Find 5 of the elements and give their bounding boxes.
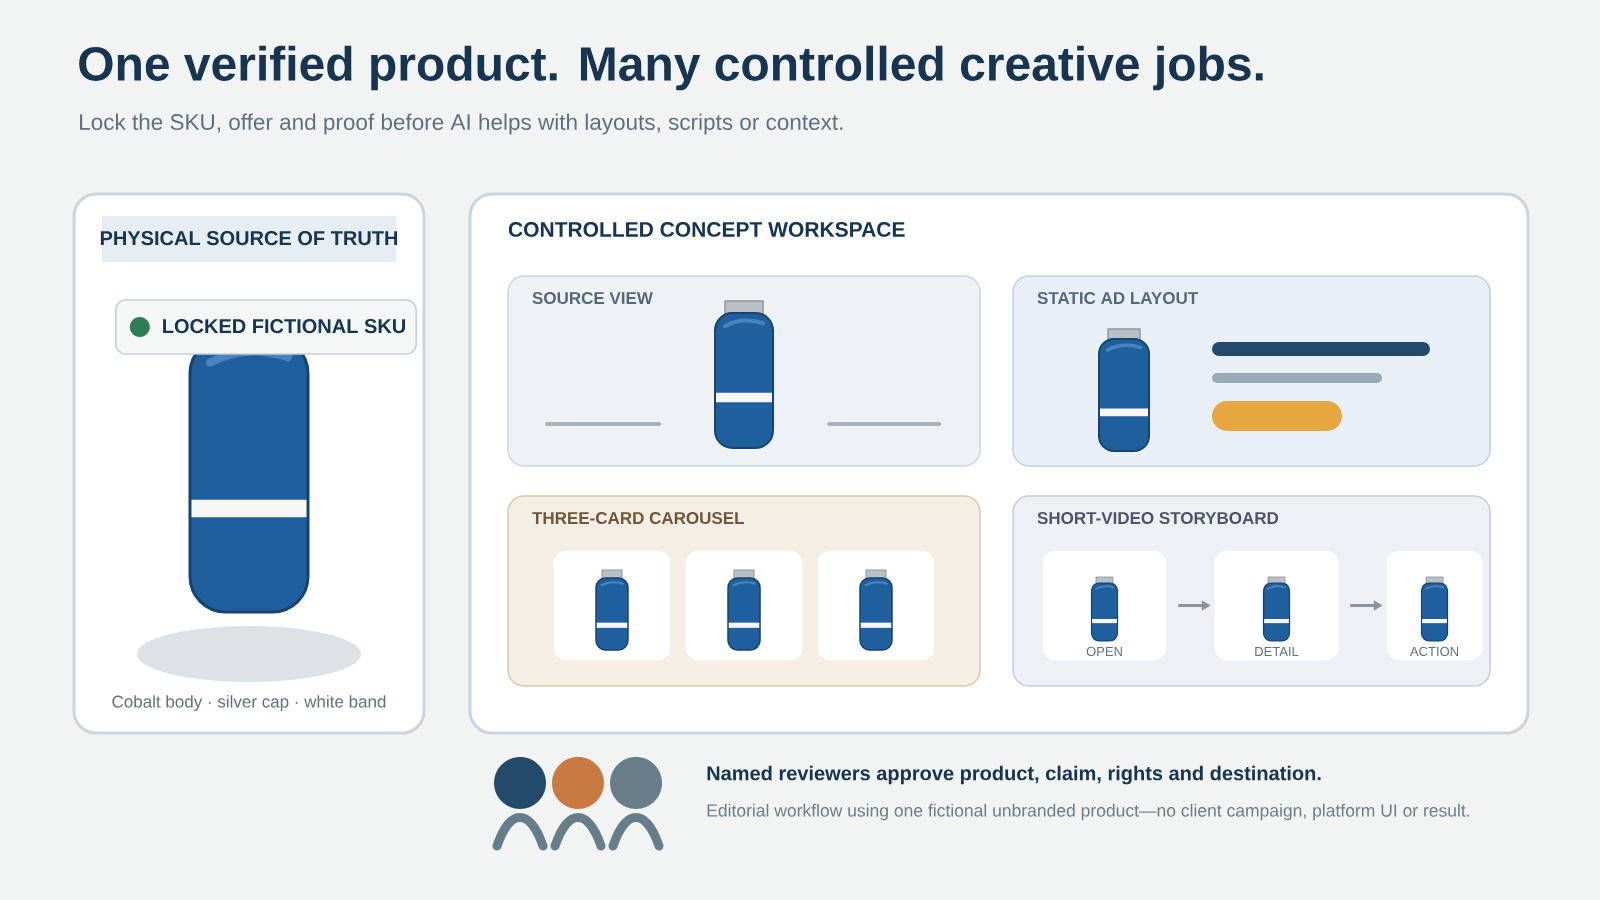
note-text: Editorial workflow using one fictional unbranded product—no client campaign, platform UI or result. <box>707 803 1469 821</box>
note-heading: Named reviewers approve product, claim, rights and destination. <box>707 765 1321 785</box>
subtitle: Lock the SKU, offer and proof before AI helps with layouts, scripts or context. <box>80 113 843 135</box>
title: One verified product. Many controlled creative jobs. <box>79 45 1263 91</box>
status-badge: LOCKED FICTIONAL SKU <box>115 299 417 355</box>
